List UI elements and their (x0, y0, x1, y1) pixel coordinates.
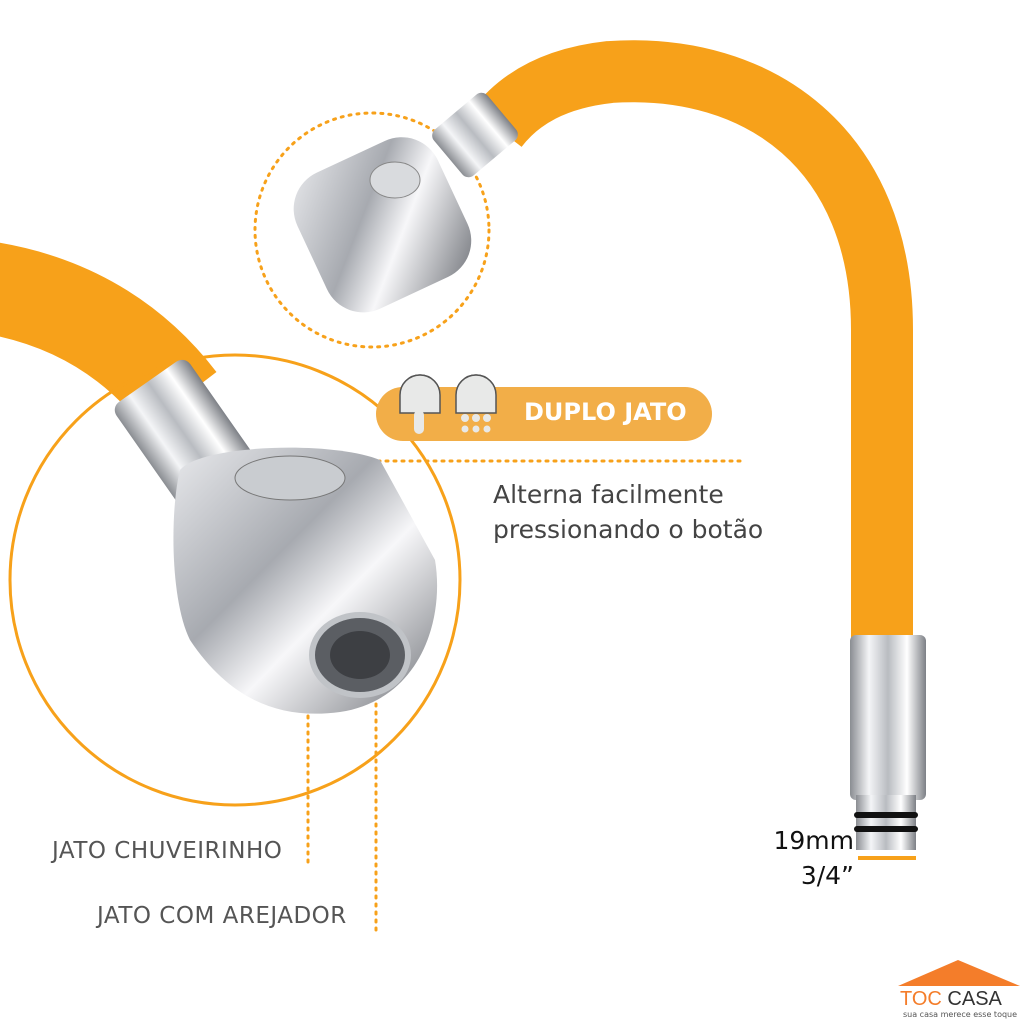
hose-right (472, 40, 913, 645)
callout-aerator-jet: JATO COM AREJADOR (97, 903, 347, 929)
badge-text-wrap: DUPLO JATO (376, 387, 712, 441)
description-line-1: Alterna facilmente (493, 480, 724, 509)
detail-circle-dotted (253, 111, 491, 349)
logo-tagline: sua casa merece esse toque (903, 1010, 1018, 1019)
callout-shower-jet: JATO CHUVEIRINHO (52, 838, 283, 864)
badge-label: DUPLO JATO (524, 398, 687, 426)
logo-part-1: TOC (900, 988, 942, 1010)
small-faucet-head (293, 92, 518, 313)
brand-logo: TOC CASA (900, 988, 1002, 1011)
size-imperial: 3/4” (800, 861, 854, 890)
logo-roof-icon (898, 960, 1020, 986)
detail-circle-large (8, 353, 462, 807)
description-line-2: pressionando o botão (493, 515, 764, 544)
large-faucet-head (114, 359, 438, 714)
size-metric: 19mm (773, 826, 854, 855)
hose-connector (850, 635, 926, 850)
size-underline (858, 856, 916, 860)
logo-part-2: CASA (947, 988, 1002, 1010)
